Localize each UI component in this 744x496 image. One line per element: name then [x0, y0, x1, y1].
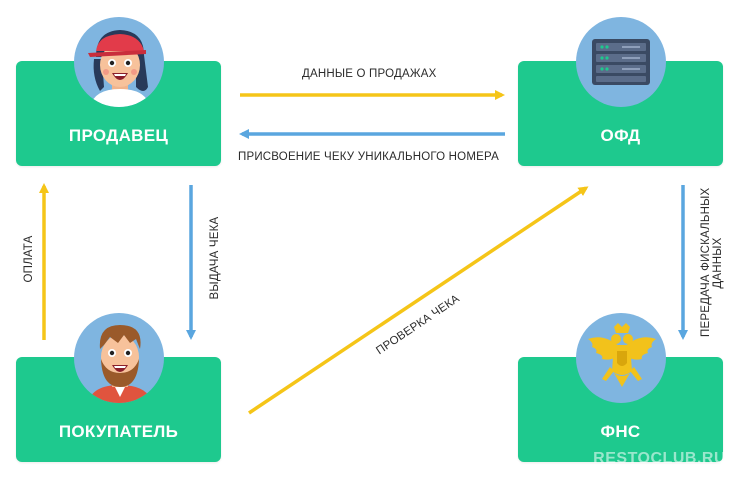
server-icon	[576, 17, 666, 107]
label-sales-data: ДАННЫЕ О ПРОДАЖАХ	[302, 68, 437, 80]
label-payment: ОПЛАТА	[23, 235, 35, 283]
node-fns-label: ФНС	[600, 422, 641, 441]
node-fns: ФНС	[518, 357, 723, 462]
buyer-avatar-icon	[74, 313, 164, 403]
node-ofd: ОФД	[518, 61, 723, 166]
label-assign-number: ПРИСВОЕНИЕ ЧЕКУ УНИКАЛЬНОГО НОМЕРА	[238, 151, 499, 163]
label-fiscal-transfer-line1: ПЕРЕДАЧА ФИСКАЛЬНЫХ	[700, 187, 712, 337]
seller-avatar-icon	[74, 17, 164, 107]
node-buyer-label: ПОКУПАТЕЛЬ	[58, 422, 179, 441]
watermark: RESTOCLUB.RU	[593, 450, 726, 467]
label-fiscal-transfer-line2: ДАННЫХ	[712, 237, 724, 289]
node-ofd-label: ОФД	[600, 126, 641, 145]
arrow-receipt-check	[248, 186, 589, 415]
coat-of-arms-icon	[576, 313, 666, 403]
label-fiscal-transfer: ПЕРЕДАЧА ФИСКАЛЬНЫХ ДАННЫХ	[700, 187, 724, 337]
node-seller-label: ПРОДАВЕЦ	[68, 126, 169, 145]
label-receipt-issue: ВЫДАЧА ЧЕКА	[209, 216, 221, 300]
node-seller: ПРОДАВЕЦ	[16, 61, 221, 166]
